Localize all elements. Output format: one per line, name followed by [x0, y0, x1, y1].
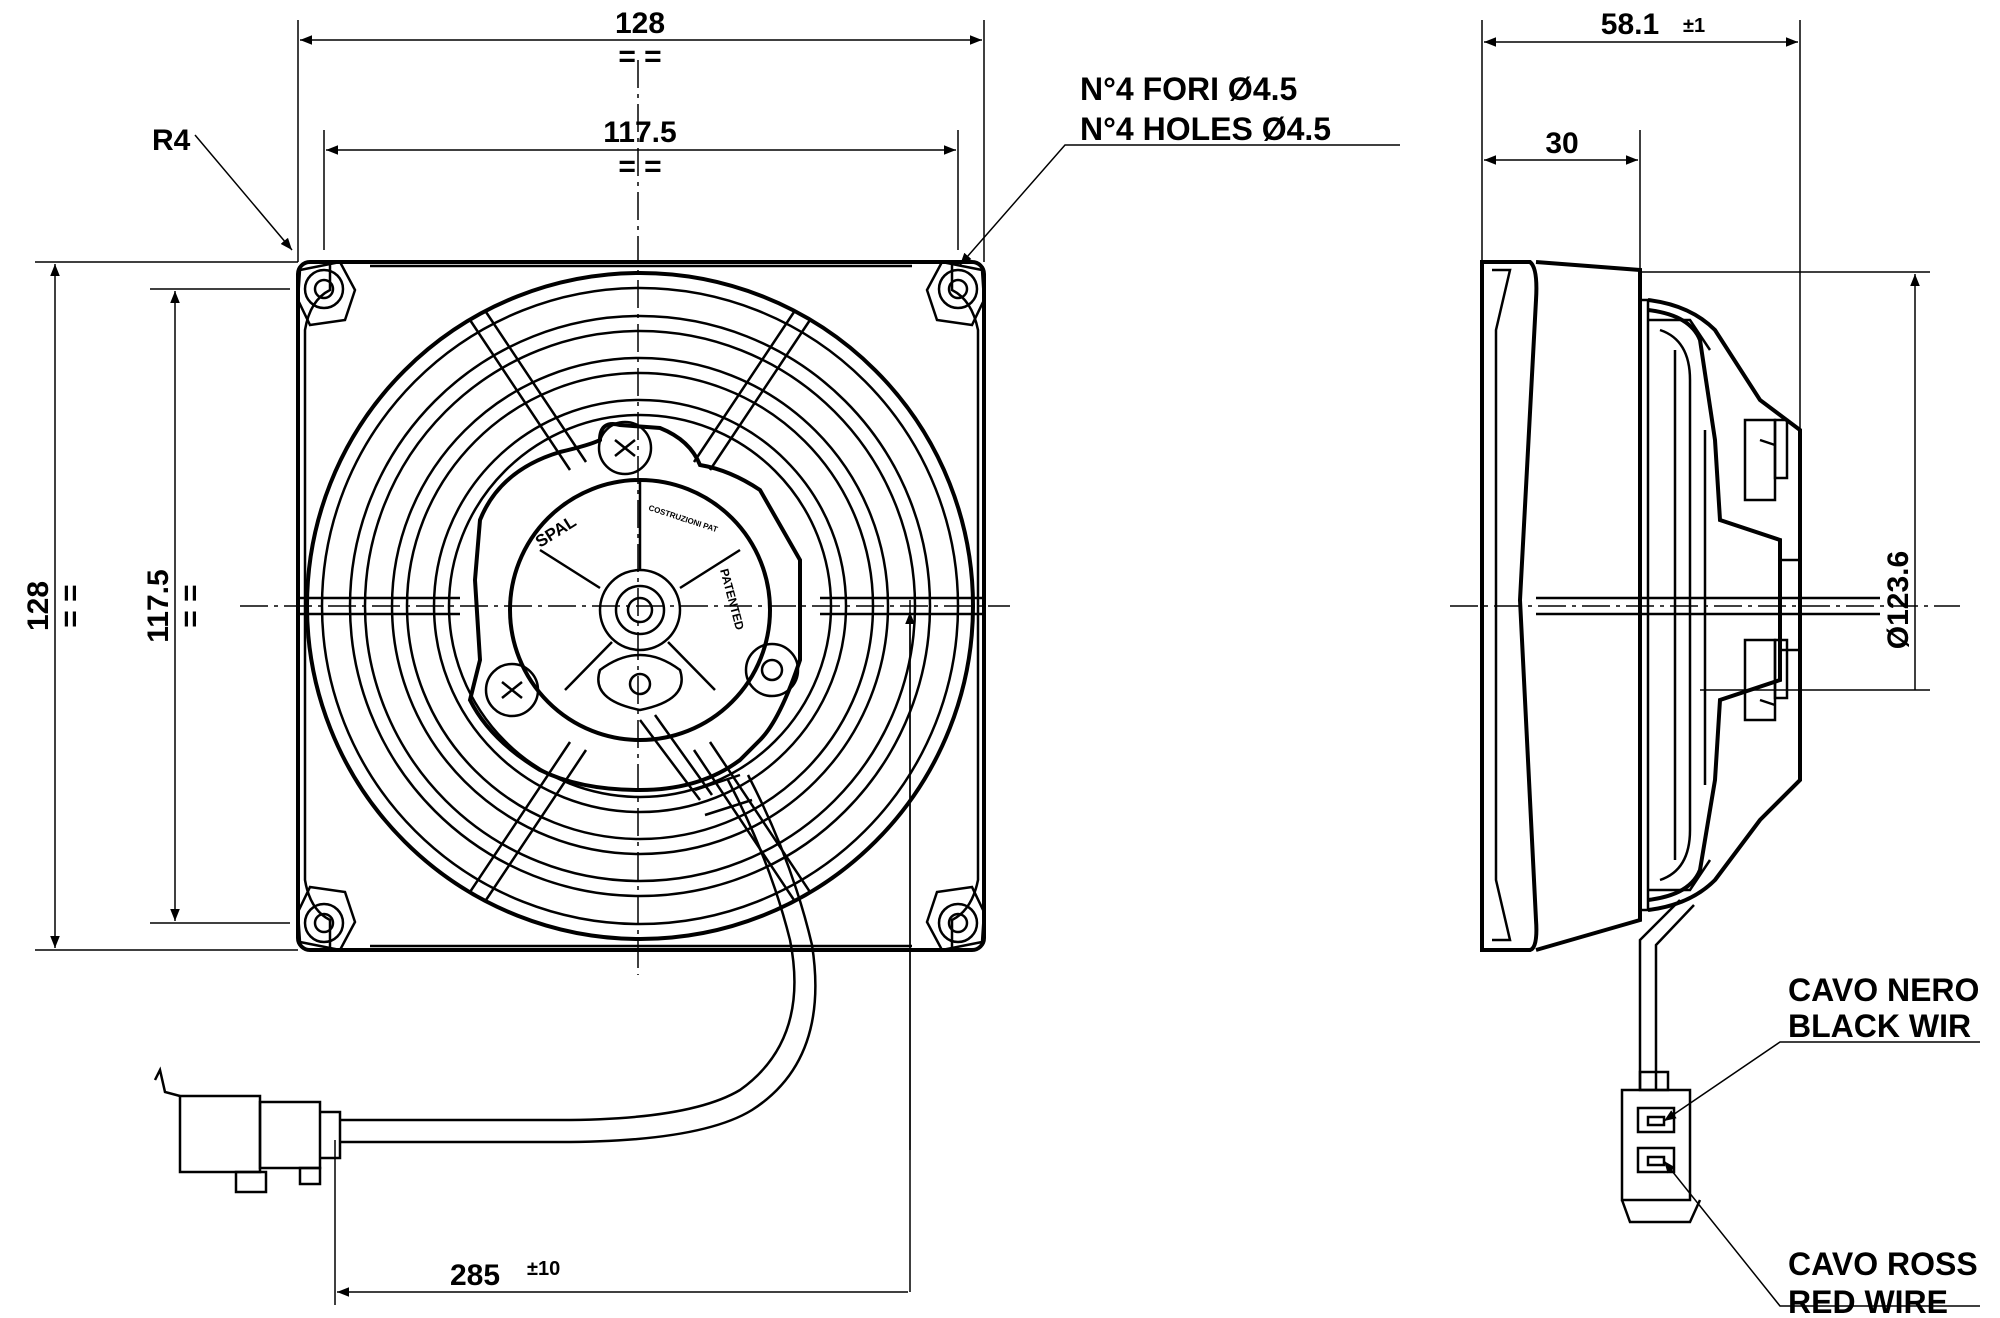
mounting-hole-bottom-left	[296, 885, 357, 952]
sym-mark-height-holes: = =	[174, 584, 207, 627]
dim-partial-depth: 30	[1545, 127, 1578, 160]
hub-screw-top	[597, 420, 653, 476]
side-guard	[1647, 308, 1782, 902]
dim-depth: 58.1	[1601, 8, 1659, 41]
dimension-lines	[50, 35, 1400, 1297]
dim-cable-length: 285	[450, 1259, 500, 1292]
fan-guard-rings	[305, 271, 975, 941]
extension-lines	[35, 20, 985, 1305]
dim-depth-tolerance: ±1	[1683, 15, 1705, 37]
mounting-hole-top-left	[296, 260, 357, 327]
hub-patented-text: PATENTED	[717, 567, 747, 632]
side-dimension-lines	[1484, 37, 1980, 1307]
side-frame	[1480, 260, 1880, 952]
dim-height-holes: 117.5	[142, 569, 175, 642]
dim-diameter: Ø123.6	[1882, 551, 1915, 649]
red-wire-label-italian: CAVO ROSS	[1788, 1246, 1978, 1282]
corner-radius-label: R4	[152, 124, 191, 157]
cable-assembly	[153, 714, 817, 1194]
side-extension-lines	[1481, 20, 1930, 691]
hub-small-text: COSTRUZIONI PAT	[647, 503, 719, 534]
red-wire-label-english: RED WIRE	[1788, 1284, 1948, 1318]
mounting-hole-top-right	[925, 260, 986, 327]
front-view: SPAL COSTRUZIONI PAT PATENTED	[22, 7, 1400, 1305]
hub-screw-right	[744, 642, 800, 698]
side-view: 58.1 ±1 30 Ø123.6 CAVO NERO BLACK WIR CA…	[1450, 8, 1980, 1318]
sym-mark-width-holes: = =	[618, 150, 661, 183]
spal-logo: SPAL	[532, 512, 579, 551]
holes-label-italian: N°4 FORI Ø4.5	[1080, 71, 1297, 107]
side-connector	[1620, 1070, 1702, 1224]
dim-cable-tolerance: ±10	[527, 1258, 560, 1280]
side-motor	[1647, 298, 1802, 912]
black-wire-label-english: BLACK WIR	[1788, 1008, 1971, 1044]
dim-width-holes: 117.5	[603, 116, 676, 149]
wire-labels: CAVO NERO BLACK WIR CAVO ROSS RED WIRE	[1788, 972, 1979, 1318]
black-wire-label-italian: CAVO NERO	[1788, 972, 1979, 1008]
mounting-holes	[296, 260, 986, 952]
dim-height-outer: 128	[22, 581, 55, 631]
side-cable	[1620, 899, 1702, 1224]
holes-label-english: N°4 HOLES Ø4.5	[1080, 111, 1331, 147]
sym-mark-height-outer: = =	[54, 584, 87, 627]
hub-screw-left	[484, 662, 540, 718]
dim-width-outer: 128	[615, 7, 665, 40]
sym-mark-width-outer: = =	[618, 40, 661, 73]
mounting-hole-bottom-right	[925, 885, 986, 952]
connector	[153, 1066, 342, 1194]
